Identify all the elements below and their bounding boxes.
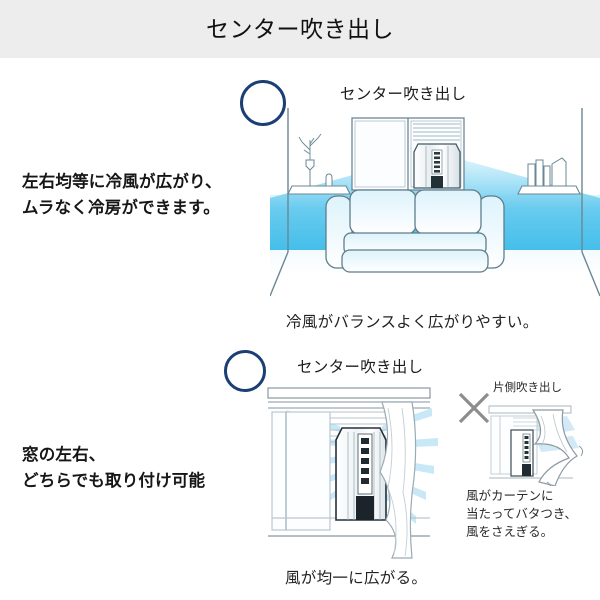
window-air-conditioner	[335, 427, 387, 521]
room-walls	[270, 108, 600, 297]
window-air-conditioner	[413, 143, 461, 189]
circle-ok-icon	[240, 80, 286, 126]
vase-with-branches	[298, 133, 333, 187]
one-side-blow-comparison-illustration	[458, 392, 584, 486]
circle-ok-icon-2	[224, 350, 266, 392]
comparison-label: 片側吹き出し	[493, 382, 562, 394]
page-header: センター吹き出し	[0, 0, 600, 58]
section-2-caption: 風が均一に広がる。	[285, 570, 428, 587]
flutter-lines	[546, 445, 584, 486]
sofa	[325, 189, 505, 273]
section-1-unit-label: センター吹き出し	[340, 86, 467, 103]
section-2-lead-text: 窓の左右、 どちらでも取り付け可能	[22, 446, 206, 490]
books	[527, 157, 567, 187]
section-1-caption: 冷風がバランスよく広がりやすい。	[286, 314, 539, 331]
curtain	[379, 401, 417, 559]
side-shelf-left	[287, 133, 351, 195]
cross-ng-icon	[458, 392, 490, 424]
page-title: センター吹き出し	[206, 15, 394, 42]
window-air-conditioner	[510, 429, 534, 477]
flapping-curtain	[531, 409, 578, 486]
blinds	[413, 123, 460, 141]
comparison-caption: 風がカーテンに 当たってバタつき、 風をさえぎる。	[466, 489, 578, 540]
section-1-lead-text: 左右均等に冷風が広がり、 ムラなく冷房ができます。	[22, 173, 222, 217]
window-closeup-illustration	[267, 387, 438, 559]
section-2-unit-label: センター吹き出し	[297, 359, 424, 376]
side-shelf-right	[517, 157, 581, 195]
living-room-illustration	[270, 108, 600, 297]
